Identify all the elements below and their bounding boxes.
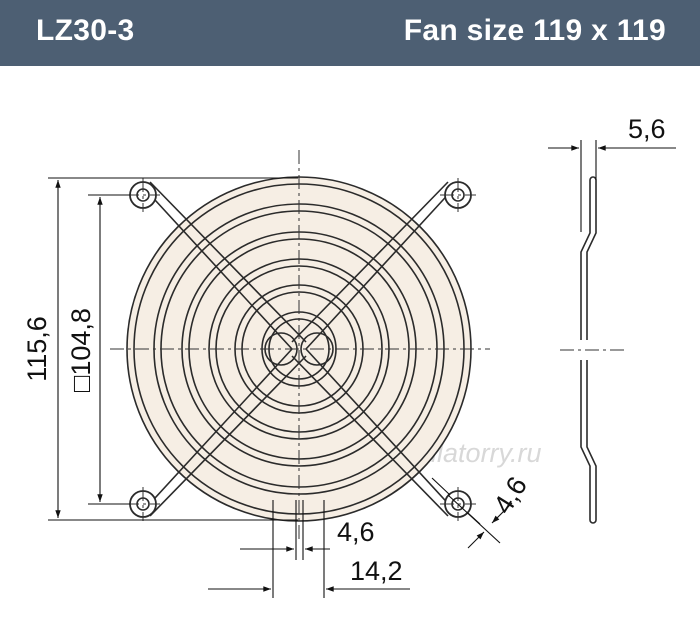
dim-thickness xyxy=(548,140,676,232)
center-lines xyxy=(110,150,490,540)
dim-overall-height xyxy=(48,177,298,521)
header-bar: LZ30-3 Fan size 119 x 119 xyxy=(0,0,700,66)
dim-hole-diameter xyxy=(431,477,513,549)
grill-side-view xyxy=(580,176,597,524)
overall-height-label: 115,6 xyxy=(22,316,52,382)
model-title: LZ30-3 xyxy=(36,14,135,47)
wire-span-label: 14,2 xyxy=(350,556,403,586)
wire-gap-label: 4,6 xyxy=(337,517,375,547)
fan-size-title: Fan size 119 x 119 xyxy=(403,14,666,47)
hole-diameter-label: 4,6 xyxy=(488,471,533,519)
dim-wire-gap xyxy=(240,500,330,560)
square-side-label: □104,8 xyxy=(66,308,96,392)
thickness-label: 5,6 xyxy=(628,114,666,144)
dim-wire-span xyxy=(208,500,410,598)
dim-square-side xyxy=(88,194,130,505)
